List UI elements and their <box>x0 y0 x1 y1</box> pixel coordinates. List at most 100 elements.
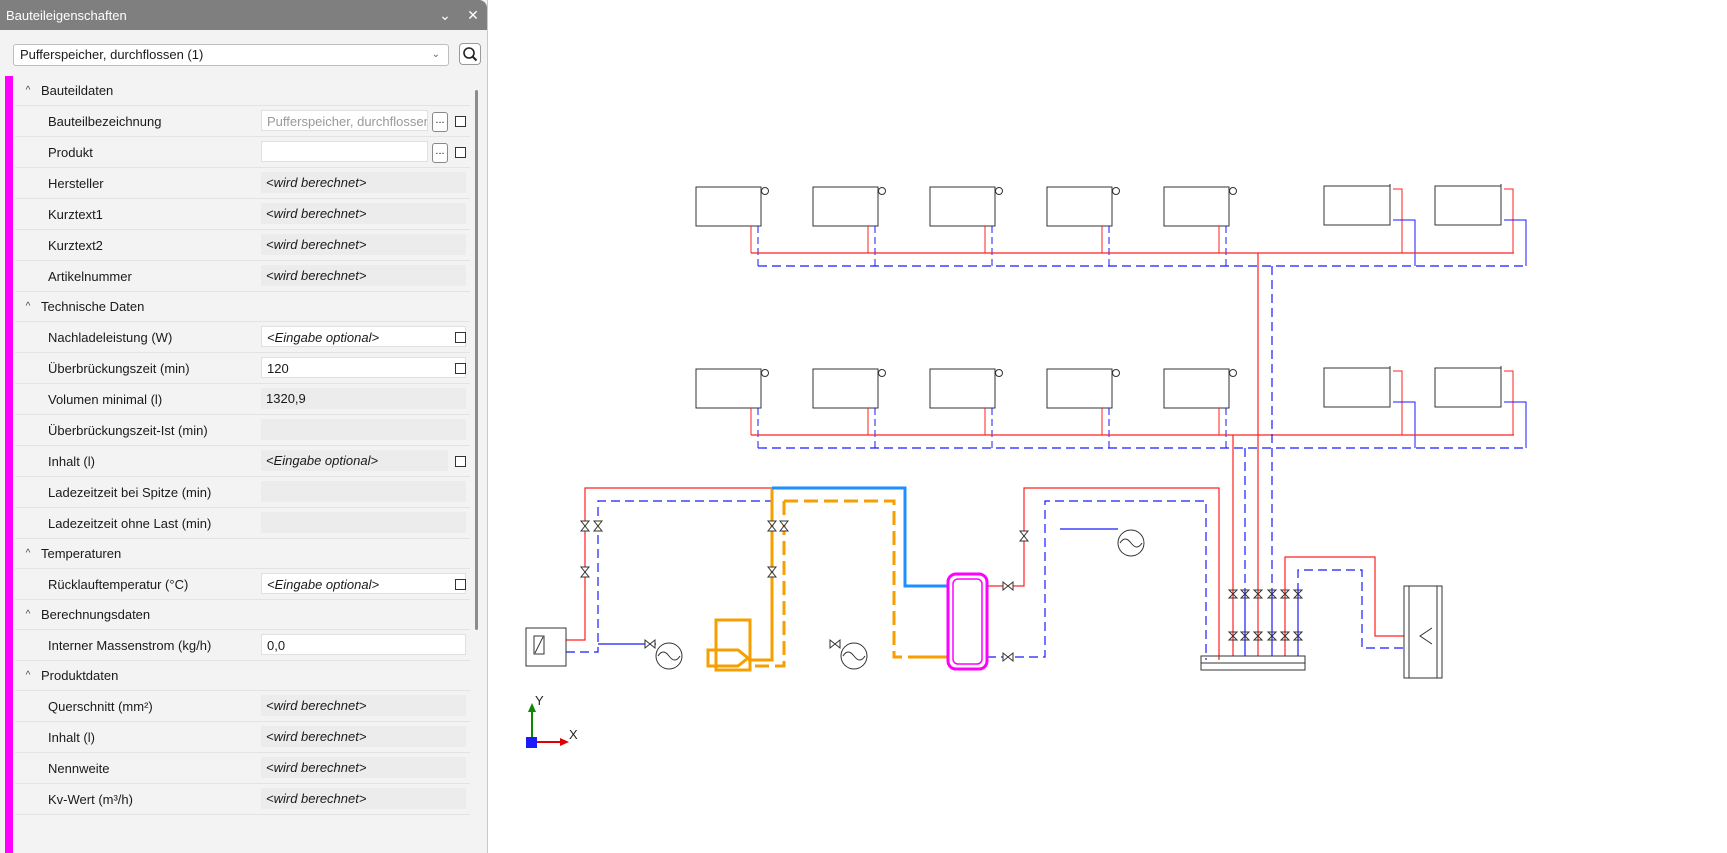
property-value[interactable]: <Eingabe optional> <box>261 326 466 347</box>
valve-icon <box>1002 580 1014 592</box>
property-checkbox[interactable] <box>455 579 466 590</box>
collapse-caret-icon[interactable]: ^ <box>25 609 31 620</box>
panel-title: Bauteileigenschaften <box>6 7 127 23</box>
pump-wave <box>1119 538 1143 548</box>
property-label: Ladezeitzeit bei Spitze (min) <box>48 484 212 500</box>
browse-button[interactable]: ... <box>432 143 448 163</box>
section-produktdaten[interactable]: ^Produktdaten <box>15 661 470 691</box>
valve-icon <box>1252 631 1264 641</box>
section-berechnungsdaten[interactable]: ^ Berechnungsdaten <box>15 600 470 630</box>
properties-panel: Bauteileigenschaften ⌄ ✕ Pufferspeicher,… <box>0 0 488 853</box>
property-value[interactable]: 0,0 <box>261 634 466 655</box>
property-value[interactable]: <wird berechnet> <box>261 726 466 747</box>
pump-symbol[interactable] <box>1117 529 1145 557</box>
valve-icon <box>592 520 604 532</box>
collapse-caret-icon[interactable]: ^ <box>25 85 31 96</box>
section-temperaturen[interactable]: ^Temperaturen <box>15 539 470 569</box>
supply-connection <box>1504 370 1514 435</box>
pump-wave <box>842 651 866 661</box>
property-label: Artikelnummer <box>48 268 132 284</box>
property-row: Rücklauftemperatur (°C)<Eingabe optional… <box>15 569 470 600</box>
property-value[interactable] <box>261 481 466 502</box>
collapse-caret-icon[interactable]: ^ <box>25 301 31 312</box>
pump-symbol[interactable] <box>655 642 683 670</box>
valve-icon <box>1292 631 1304 641</box>
property-value[interactable]: <wird berechnet> <box>261 234 466 255</box>
cad-drawing-canvas[interactable]: Y X <box>489 0 1727 853</box>
radiator-group <box>695 184 1502 409</box>
radiator <box>812 368 879 409</box>
property-row: Inhalt (l)<Eingabe optional> <box>15 446 470 477</box>
valve-icon <box>1227 589 1239 599</box>
hot-water-storage-inner <box>1408 585 1438 679</box>
property-value[interactable]: <wird berechnet> <box>261 788 466 809</box>
search-button[interactable] <box>459 43 481 65</box>
radiator <box>1434 185 1502 226</box>
property-checkbox[interactable] <box>455 147 466 158</box>
hot-water-storage[interactable] <box>1403 585 1443 679</box>
y-axis-label: Y <box>535 693 544 708</box>
property-value[interactable]: 120 <box>261 357 466 378</box>
property-value[interactable]: <wird berechnet> <box>261 757 466 778</box>
buffer-tank-inner <box>952 578 983 665</box>
section-technische-daten[interactable]: ^Technische Daten <box>15 292 470 322</box>
property-row: Überbrückungszeit (min) 120 <box>15 353 470 384</box>
valve-icon <box>1279 589 1291 599</box>
pump-symbol[interactable] <box>840 642 868 670</box>
property-value[interactable]: <Eingabe optional> <box>261 450 448 471</box>
buffer-tank[interactable] <box>946 572 989 671</box>
valve-icon <box>579 566 591 578</box>
thermostat-valve-icon <box>878 369 886 377</box>
boiler-symbol[interactable] <box>714 618 752 672</box>
property-value[interactable] <box>261 141 428 162</box>
collapse-caret-icon[interactable]: ^ <box>25 670 31 681</box>
property-value[interactable]: <wird berechnet> <box>261 265 466 286</box>
property-checkbox[interactable] <box>455 332 466 343</box>
thermostat-valve-icon <box>761 187 769 195</box>
property-row: Nennweite<wird berechnet> <box>15 753 470 784</box>
heat-pump-symbol[interactable] <box>525 627 567 667</box>
close-icon[interactable]: ✕ <box>467 6 479 23</box>
section-title: Berechnungsdaten <box>41 607 151 622</box>
component-selector-value: Pufferspeicher, durchflossen (1) <box>20 47 204 62</box>
property-row: Nachladeleistung (W) <Eingabe optional> <box>15 322 470 353</box>
burner-symbol <box>706 648 751 668</box>
tank-return <box>987 500 1207 660</box>
property-label: Nachladeleistung (W) <box>48 329 173 345</box>
thermostat-valve-icon <box>878 187 886 195</box>
property-value[interactable] <box>261 419 466 440</box>
property-label: Ladezeitzeit ohne Last (min) <box>48 515 212 531</box>
search-icon <box>463 47 478 62</box>
section-bauteildaten[interactable]: ^Bauteildaten <box>15 76 470 106</box>
property-value[interactable]: <wird berechnet> <box>261 172 466 193</box>
browse-button[interactable]: ... <box>432 112 448 132</box>
component-selector[interactable]: Pufferspeicher, durchflossen (1) ⌄ <box>13 44 449 66</box>
heat-pump-diagonal <box>534 636 544 654</box>
tank-supply <box>987 487 1220 660</box>
property-row: Kurztext1<wird berechnet> <box>15 199 470 230</box>
return-connection <box>1393 401 1416 448</box>
return-connection <box>1504 219 1527 266</box>
scrollbar[interactable] <box>475 90 478 630</box>
property-value[interactable]: <wird berechnet> <box>261 695 466 716</box>
thermostat-valve-icon <box>1229 187 1237 195</box>
property-value[interactable] <box>261 512 466 533</box>
property-value[interactable]: <wird berechnet> <box>261 203 466 224</box>
thermostat-valve-icon <box>995 369 1003 377</box>
valve-icon <box>1239 589 1251 599</box>
thermostat-valve-icon <box>995 187 1003 195</box>
property-value[interactable]: 1320,9 <box>261 388 466 409</box>
property-row: Interner Massenstrom (kg/h)0,0 <box>15 630 470 661</box>
property-value[interactable]: Pufferspeicher, durchflossen <box>261 110 428 131</box>
property-value[interactable]: <Eingabe optional> <box>261 573 466 594</box>
property-row: Hersteller<wird berechnet> <box>15 168 470 199</box>
property-checkbox[interactable] <box>455 456 466 467</box>
property-label: Überbrückungszeit (min) <box>48 360 190 376</box>
property-checkbox[interactable] <box>455 363 466 374</box>
property-checkbox[interactable] <box>455 116 466 127</box>
property-label: Kurztext2 <box>48 237 103 253</box>
chevron-down-icon[interactable]: ⌄ <box>439 6 451 23</box>
collapse-caret-icon[interactable]: ^ <box>25 548 31 559</box>
